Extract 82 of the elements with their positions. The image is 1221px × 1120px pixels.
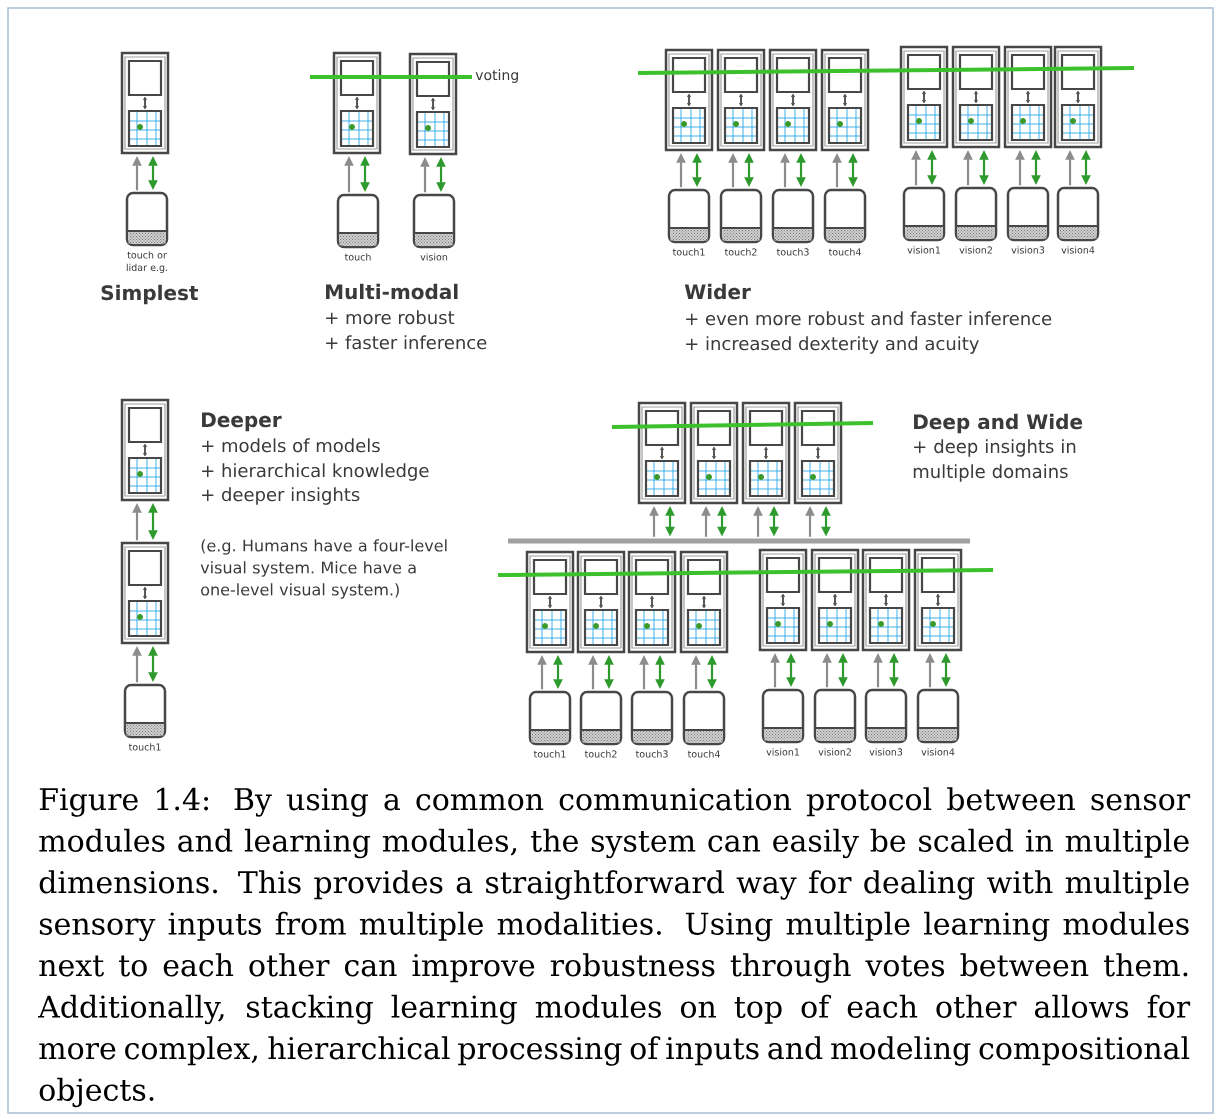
learning-module: [525, 550, 575, 654]
learning-module: [820, 48, 870, 152]
heading: Wider: [684, 283, 751, 300]
sensor-module: [813, 688, 857, 744]
learning-module: [861, 548, 911, 652]
sensor-label: touch2: [724, 248, 757, 256]
note-text: (e.g. Humans have a four-level visual system. Mice have a one-level visual system.): [200, 539, 447, 599]
sensor-label: vision1: [766, 748, 799, 756]
sensor-module: [682, 690, 726, 746]
learning-module: [741, 401, 791, 505]
learning-module: [913, 548, 963, 652]
sensor-label: touch2: [584, 750, 617, 758]
sensor-module: [412, 193, 456, 249]
heading: Simplest: [101, 284, 199, 305]
sensor-module: [123, 683, 167, 739]
learning-module: [1053, 45, 1103, 149]
sensor-module: [719, 188, 763, 244]
sensor-label: touch1: [672, 248, 705, 256]
sensor-module: [630, 690, 674, 746]
sensor-module: [336, 193, 380, 249]
learning-module: [576, 550, 626, 654]
learning-module: [899, 45, 949, 149]
sensor-module: [528, 690, 572, 746]
learning-module: [120, 398, 170, 502]
learning-module: [664, 48, 714, 152]
sensor-module: [761, 688, 805, 744]
benefit-text: + models of models: [202, 438, 380, 453]
learning-module: [716, 48, 766, 152]
benefit-text: + deep insights in multiple domains: [913, 439, 1076, 482]
sensor-label: touch or lidar e.g.: [126, 251, 168, 273]
sensor-label: touch1: [128, 743, 161, 751]
sensor-label: touch3: [635, 750, 668, 758]
sensor-label: touch4: [828, 248, 861, 256]
benefit-text: + more robust: [326, 310, 455, 325]
learning-module: [1003, 45, 1053, 149]
sensor-label: vision4: [1061, 246, 1095, 254]
benefit-text: + hierarchical knowledge: [202, 463, 429, 481]
connector-bar: [508, 538, 970, 544]
learning-module: [679, 550, 729, 654]
sensor-label: touch4: [687, 750, 720, 758]
learning-module: [408, 52, 458, 156]
sensor-module: [1006, 186, 1050, 242]
sensor-label: touch: [344, 253, 371, 261]
sensor-module: [579, 690, 623, 746]
sensor-label: vision3: [1011, 246, 1045, 254]
sensor-label: vision2: [959, 246, 992, 254]
sensor-module: [902, 186, 946, 242]
sensor-module: [823, 188, 867, 244]
benefit-text: + faster inference: [326, 335, 487, 350]
benefit-text: + even more robust and faster inference: [686, 311, 1052, 326]
sensor-module: [954, 186, 998, 242]
heading: Deep and Wide: [914, 413, 1083, 434]
learning-module: [768, 48, 818, 152]
figure-caption: Figure 1.4: By using a common communication protocol between sensor modules and learning modules, the system can easily be scaled in multiple dimensions. This provides a straightforward way for dealing with multiple sensory inputs from multiple modalities. Using multiple learning modules next to each other can improve robustness through votes between them. Additionally, stacking learning modules on top of each other allows for more complex, hierarchical processing of inputs and modeling compositional objects.: [38, 787, 1191, 1108]
sensor-module: [771, 188, 815, 244]
sensor-label: vision: [420, 253, 448, 261]
learning-module: [120, 541, 170, 645]
sensor-module: [667, 188, 711, 244]
benefit-text: + increased dexterity and acuity: [686, 336, 979, 354]
learning-module: [951, 45, 1001, 149]
sensor-label: vision2: [818, 748, 851, 756]
sensor-label: vision4: [921, 748, 955, 756]
sensor-label: vision1: [907, 246, 940, 254]
learning-module: [689, 401, 739, 505]
sensor-label: vision3: [869, 748, 903, 756]
benefit-text: + deeper insights: [202, 487, 360, 505]
heading: Deeper: [202, 412, 282, 432]
sensor-module: [916, 688, 960, 744]
sensor-module: [125, 191, 169, 247]
heading: Multi-modal: [326, 283, 458, 300]
learning-module: [120, 51, 170, 155]
sensor-label: touch1: [533, 750, 566, 758]
learning-module: [793, 401, 843, 505]
learning-module: [627, 550, 677, 654]
learning-module: [332, 51, 382, 155]
voting-label: voting: [475, 69, 518, 83]
sensor-module: [864, 688, 908, 744]
sensor-module: [1056, 186, 1100, 242]
learning-module: [637, 401, 687, 505]
sensor-label: touch3: [776, 248, 809, 256]
learning-module: [810, 548, 860, 652]
learning-module: [758, 548, 808, 652]
